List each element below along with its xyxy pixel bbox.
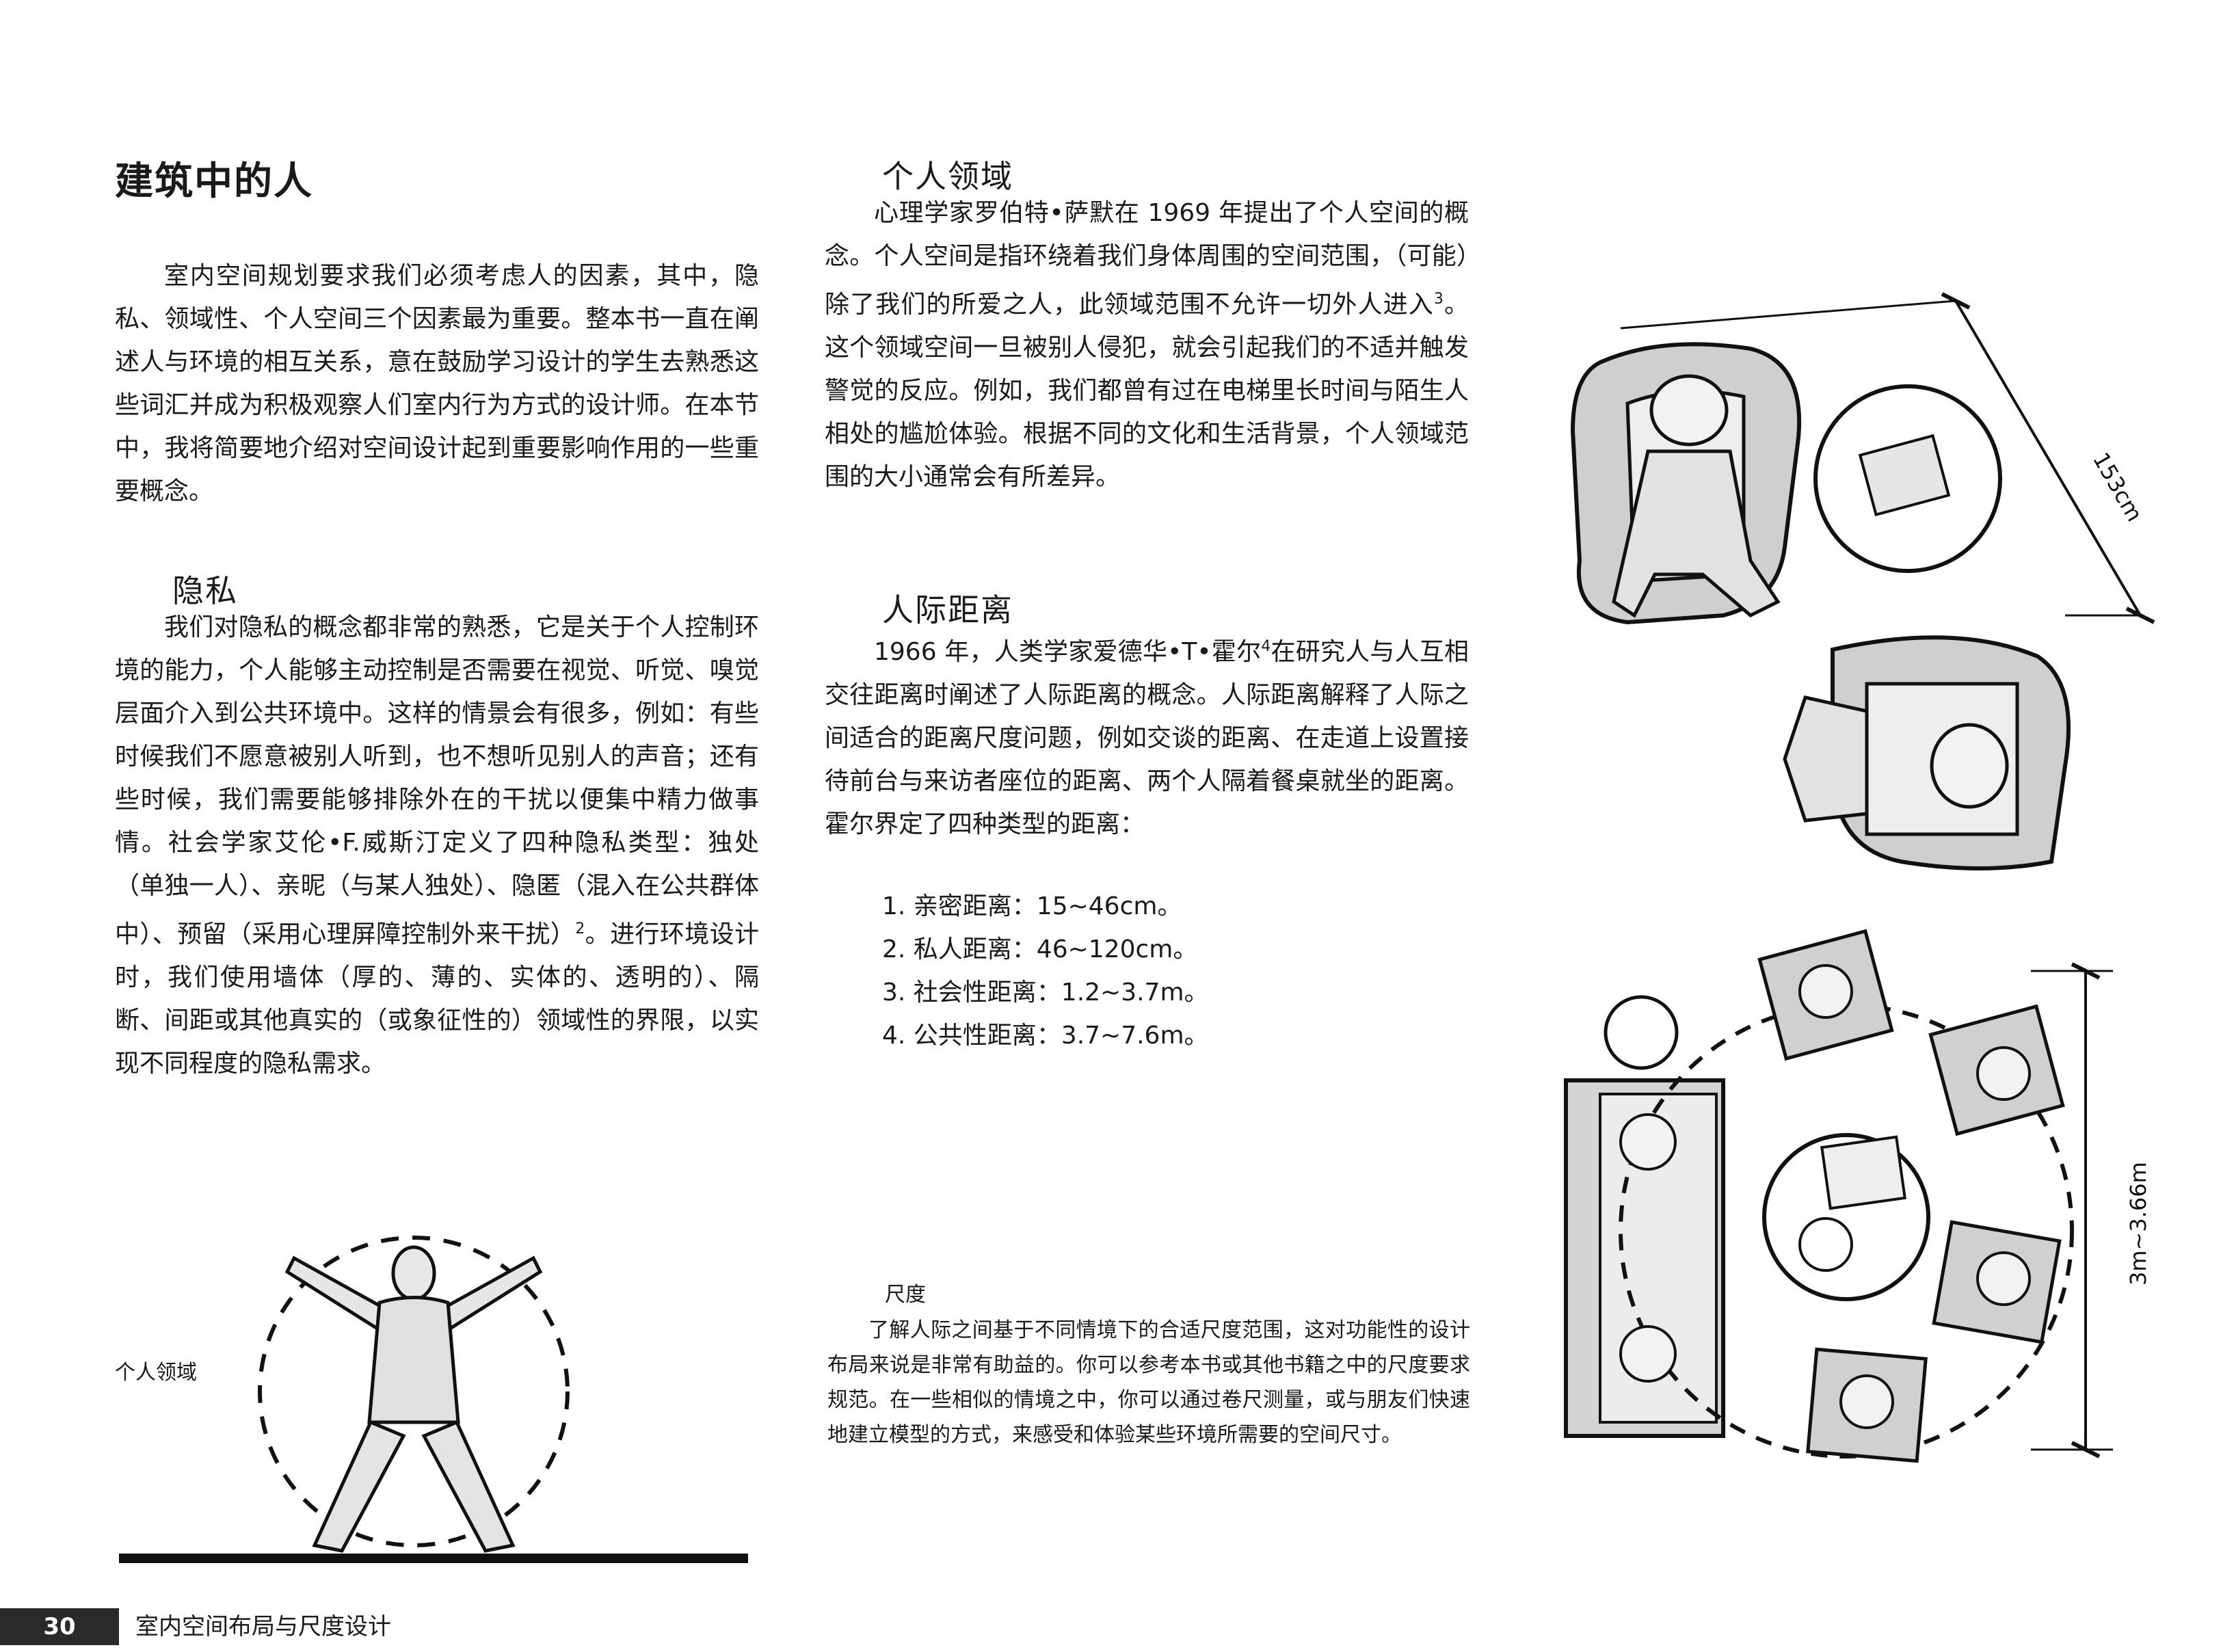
distance-text-a: 1966 年，人类学家爱德华•T•霍尔 — [874, 638, 1262, 666]
book-title: 室内空间布局与尺度设计 — [135, 1613, 391, 1640]
side-table-book — [1858, 434, 1951, 517]
territory-text-b: 。这个领域空间一旦被别人侵犯，就会引起我们的不适并触发警觉的反应。例如，我们都曾… — [825, 291, 1469, 491]
table-plate — [1798, 1217, 1853, 1272]
list-item: 4. 公共性距离：3.7~7.6m。 — [882, 1022, 1209, 1050]
intro-paragraph: 室内空间规划要求我们必须考虑人的因素，其中，隐私、领域性、个人空间三个因素最为重… — [115, 254, 759, 513]
distance-paragraph: 1966 年，人类学家爱德华•T•霍尔4在研究人与人互相交往距离时阐述了人际距离… — [825, 625, 1469, 846]
personal-space-circle — [258, 1236, 570, 1547]
dim-tick-top — [1941, 292, 1971, 310]
dim-label-153: 153cm — [2088, 448, 2148, 526]
scale-sidebar-text: 了解人际之间基于不同情境下的合适尺度范围，这对功能性的设计布局来说是非常有助益的… — [827, 1318, 1470, 1447]
privacy-text-b: 。进行环境设计时，我们使用墙体（厚的、薄的、实体的、透明的）、隔断、间距或其他真… — [115, 920, 759, 1078]
person-bottom-head — [1930, 723, 2009, 809]
dim-tick-bottom-3m — [2071, 1441, 2101, 1458]
distance-text-b: 在研究人与人互相交往距离时阐述了人际距离的概念。人际距离解释了人际之间适合的距离… — [825, 638, 1469, 838]
person-sofa-bottom — [1619, 1325, 1677, 1383]
person-top — [1798, 964, 1853, 1019]
distance-list: 1. 亲密距离：15~46cm。 2. 私人距离：46~120cm。 3. 社会… — [882, 885, 1209, 1057]
footnote-2: 2 — [575, 920, 585, 937]
person-bottom-legs — [1783, 695, 1869, 823]
intro-text: 室内空间规划要求我们必须考虑人的因素，其中，隐私、领域性、个人空间三个因素最为重… — [115, 262, 759, 505]
page-number: 30 — [0, 1608, 119, 1645]
dim-line-153 — [1954, 299, 2142, 617]
small-side-table — [1604, 995, 1679, 1070]
table-book — [1820, 1135, 1906, 1210]
person-upper-right — [1976, 1046, 2031, 1101]
list-item: 1. 亲密距离：15~46cm。 — [882, 892, 1182, 920]
territory-paragraph: 心理学家罗伯特•萨默在 1969 年提出了个人空间的概念。个人空间是指环绕着我们… — [825, 191, 1469, 498]
territory-heading: 个人领域 — [882, 158, 1013, 195]
scale-sidebar-title: 尺度 — [885, 1283, 926, 1307]
figure-caption-personal-territory: 个人领域 — [115, 1361, 197, 1385]
person-lower-right — [1976, 1251, 2031, 1306]
dim-label-3m: 3m~3.66m — [2125, 1162, 2151, 1285]
two-chairs-plan-illustration: 153cm — [1570, 292, 2155, 870]
figure-right-arm — [438, 1255, 543, 1333]
conversation-group-illustration: 3m~3.66m — [1564, 929, 2151, 1463]
standing-figure-illustration — [119, 1236, 748, 1563]
list-item: 2. 私人距离：46~120cm。 — [882, 935, 1198, 963]
privacy-heading: 隐私 — [172, 572, 238, 609]
privacy-text-a: 我们对隐私的概念都非常的熟悉，它是关于个人控制环境的能力，个人能够主动控制是否需… — [115, 613, 759, 948]
footnote-4: 4 — [1261, 638, 1271, 655]
privacy-paragraph: 我们对隐私的概念都非常的熟悉，它是关于个人控制环境的能力，个人能够主动控制是否需… — [115, 606, 759, 1085]
figure-torso — [367, 1296, 460, 1424]
distance-heading: 人际距离 — [882, 591, 1013, 628]
figure-head — [391, 1245, 436, 1301]
person-top-body — [1612, 449, 1781, 618]
dim-extension-top — [1620, 299, 1956, 330]
figure-left-arm — [284, 1255, 389, 1333]
figure-right-leg — [421, 1420, 516, 1553]
person-bottom — [1839, 1374, 1894, 1429]
page-title: 建筑中的人 — [115, 159, 313, 204]
dim-tick-top-3m — [2071, 962, 2101, 980]
person-sofa-top — [1619, 1113, 1677, 1171]
territory-text-a: 心理学家罗伯特•萨默在 1969 年提出了个人空间的概念。个人空间是指环绕着我们… — [825, 199, 1469, 319]
person-top-head — [1649, 374, 1729, 447]
footnote-3: 3 — [1433, 291, 1444, 308]
ground-line — [119, 1554, 748, 1563]
list-item: 3. 社会性距离：1.2~3.7m。 — [882, 978, 1209, 1007]
figure-left-leg — [312, 1420, 406, 1553]
